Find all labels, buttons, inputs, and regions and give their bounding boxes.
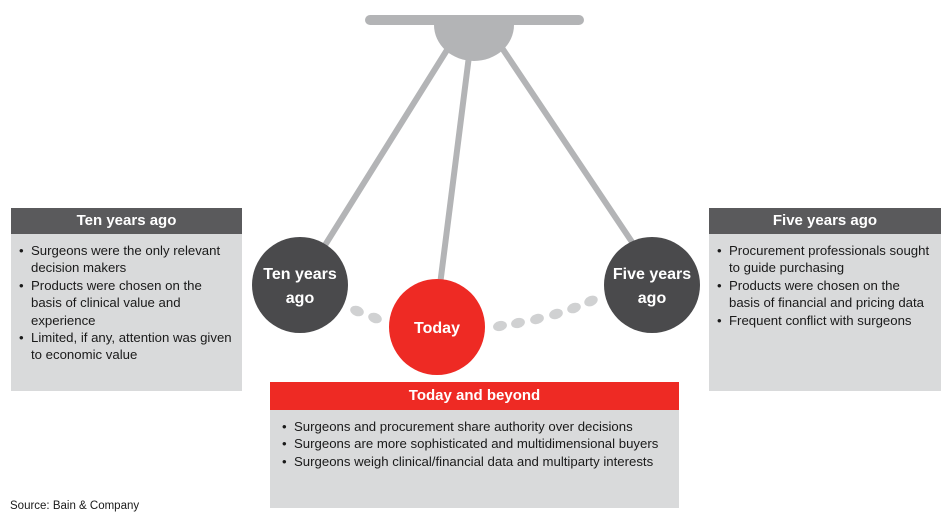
pendulum-top-bar (365, 15, 584, 25)
bullet-item: Products were chosen on the basis of fin… (717, 277, 931, 312)
bullet-item: Surgeons were the only relevant decision… (19, 242, 232, 277)
arc-dot (511, 317, 525, 329)
panel-body: Surgeons and procurement share authority… (270, 410, 679, 508)
arc-dots-left (350, 305, 382, 324)
ball-today (389, 279, 485, 375)
bullet-list: Surgeons and procurement share authority… (282, 418, 669, 471)
panel-title: Today and beyond (270, 382, 679, 410)
rod-today (437, 53, 472, 288)
bullet-item: Procurement professionals sought to guid… (717, 242, 931, 277)
bullet-list: Surgeons were the only relevant decision… (19, 242, 232, 364)
panel-body: Procurement professionals sought to guid… (709, 234, 941, 391)
ball-label-ten-years-ago-line2: ago (286, 290, 315, 307)
bullet-item: Products were chosen on the basis of cli… (19, 277, 232, 329)
panel-five-years-ago: Five years ago Procurement professionals… (709, 208, 941, 391)
ball-five-years-ago (604, 237, 700, 333)
panel-title: Five years ago (709, 208, 941, 234)
arc-dots-right (493, 295, 598, 332)
bullet-list: Procurement professionals sought to guid… (717, 242, 931, 329)
ball-label-five-years-ago-line2: ago (638, 290, 667, 307)
bullet-item: Surgeons are more sophisticated and mult… (282, 435, 669, 453)
ball-ten-years-ago (252, 237, 348, 333)
bullet-item: Frequent conflict with surgeons (717, 312, 931, 330)
rod-five-years-ago (495, 39, 637, 248)
pendulum-pivot (434, 25, 514, 61)
panel-today-and-beyond: Today and beyond Surgeons and procuremen… (270, 382, 679, 508)
rod-ten-years-ago (319, 39, 455, 253)
ball-label-today: Today (414, 320, 460, 337)
panel-ten-years-ago: Ten years ago Surgeons were the only rel… (11, 208, 242, 391)
bullet-item: Surgeons and procurement share authority… (282, 418, 669, 436)
ball-label-ten-years-ago-line1: Ten years (263, 266, 337, 283)
arc-dot (567, 302, 581, 314)
panel-title: Ten years ago (11, 208, 242, 234)
bullet-item: Limited, if any, attention was given to … (19, 329, 232, 364)
arc-dot (493, 320, 507, 332)
ball-label-five-years-ago-line1: Five years (613, 266, 691, 283)
bullet-item: Surgeons weigh clinical/financial data a… (282, 453, 669, 471)
arc-dot (584, 295, 598, 307)
arc-dot (368, 312, 382, 324)
arc-dot (549, 308, 563, 320)
arc-dot (530, 313, 544, 325)
arc-dot (350, 305, 364, 317)
source-note: Source: Bain & Company (10, 500, 140, 512)
panel-body: Surgeons were the only relevant decision… (11, 234, 242, 391)
